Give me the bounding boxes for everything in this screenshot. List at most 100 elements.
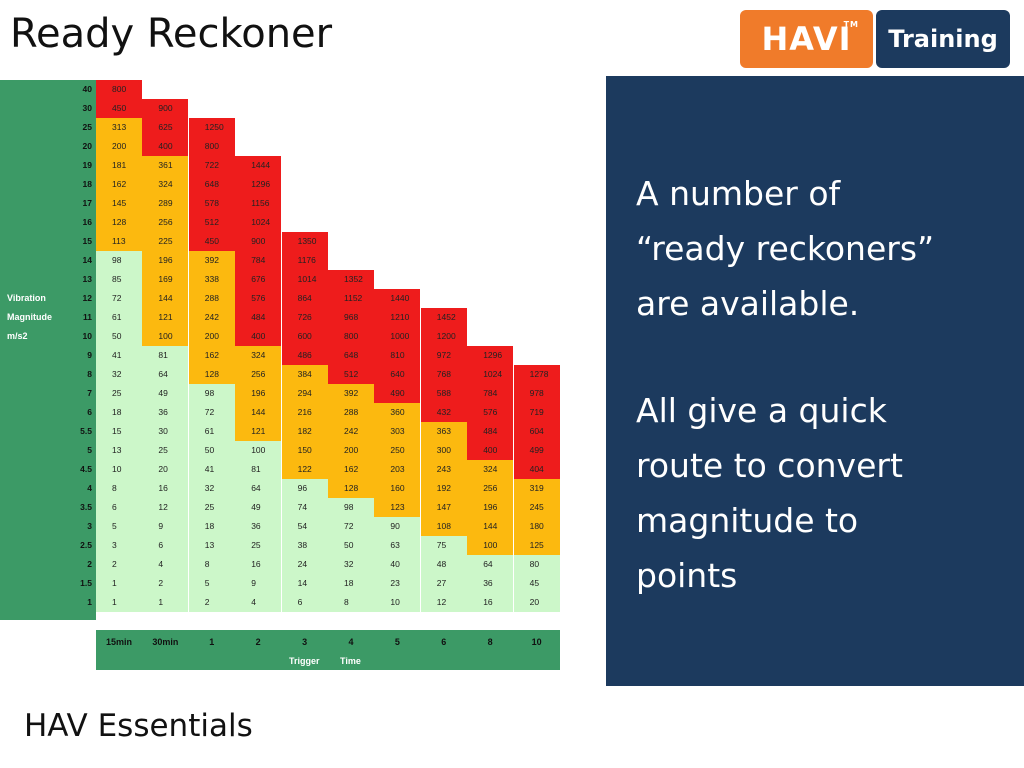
trigger-time-label: 3 [302,637,308,647]
points-cell: 20 [513,593,560,612]
side-label-magnitude: Magnitude [7,312,52,322]
points-cell: 144 [467,517,514,536]
points-cell: 196 [467,498,514,517]
panel-paragraph-1: A number of “ready reckoners” are availa… [636,166,1006,331]
points-cell: 50 [328,536,374,555]
points-cell: 36 [235,517,282,536]
trigger-time-label: 15min [105,637,132,647]
points-cell: 196 [235,384,282,403]
points-cell: 32 [188,479,235,498]
points-cell: 40 [374,555,421,574]
points-cell: 588 [420,384,467,403]
points-cell: 9 [142,517,189,536]
points-cell: 432 [420,403,467,422]
ready-reckoner-table: Vibration Magnitude m/s2 Trigger Time 40… [0,80,560,670]
magnitude-label: 6 [87,407,92,417]
magnitude-label: 2.5 [80,540,92,550]
trigger-time-label: 1 [209,637,215,647]
points-cell: 180 [513,517,560,536]
points-cell: 24 [281,555,328,574]
points-cell: 648 [188,175,235,194]
points-cell: 8 [328,593,374,612]
points-cell: 360 [374,403,421,422]
points-cell: 640 [374,365,421,384]
points-cell: 123 [374,498,421,517]
points-cell: 200 [328,441,374,460]
points-cell: 13 [188,536,235,555]
points-cell: 719 [513,403,560,422]
points-cell: 1 [142,593,189,612]
magnitude-label: 16 [82,217,92,227]
points-cell: 1296 [467,346,514,365]
points-cell: 25 [96,384,142,403]
points-cell: 49 [142,384,189,403]
panel-line: A number of [636,174,841,213]
points-cell: 256 [142,213,189,232]
panel-line: route to convert [636,446,903,485]
magnitude-label: 5.5 [80,426,92,436]
panel-line: magnitude to [636,501,859,540]
points-cell: 625 [142,118,189,137]
havi-logo-text: HAVI [761,20,852,58]
magnitude-label: 10 [82,331,92,341]
points-cell: 160 [374,479,421,498]
points-cell: 196 [142,251,189,270]
points-cell: 128 [328,479,374,498]
trigger-time-label: 2 [255,637,261,647]
points-cell: 648 [328,346,374,365]
points-cell: 576 [235,289,282,308]
points-cell: 722 [188,156,235,175]
points-cell: 25 [142,441,189,460]
points-cell: 2 [142,574,189,593]
points-cell: 216 [281,403,328,422]
points-cell: 96 [281,479,328,498]
points-cell: 15 [96,422,142,441]
column-header-band [96,630,560,670]
points-cell: 900 [235,232,282,251]
points-cell: 1176 [281,251,328,270]
points-cell: 32 [328,555,374,574]
points-cell: 784 [235,251,282,270]
points-cell: 242 [328,422,374,441]
points-cell: 85 [96,270,142,289]
points-cell: 324 [467,460,514,479]
magnitude-label: 15 [82,236,92,246]
points-cell: 144 [142,289,189,308]
points-cell: 3 [96,536,142,555]
points-cell: 784 [467,384,514,403]
points-cell: 363 [420,422,467,441]
points-cell: 125 [513,536,560,555]
panel-line: “ready reckoners” [636,229,935,268]
points-cell: 978 [513,384,560,403]
points-cell: 100 [467,536,514,555]
points-cell: 23 [374,574,421,593]
points-cell: 18 [188,517,235,536]
points-cell: 324 [235,346,282,365]
panel-line: All give a quick [636,391,887,430]
magnitude-label: 5 [87,445,92,455]
points-cell: 338 [188,270,235,289]
points-cell: 972 [420,346,467,365]
magnitude-label: 14 [82,255,92,265]
points-cell: 726 [281,308,328,327]
points-cell: 1200 [420,327,467,346]
points-cell: 80 [513,555,560,574]
points-cell: 20 [142,460,189,479]
magnitude-label: 40 [82,84,92,94]
panel-line: points [636,556,738,595]
points-cell: 122 [281,460,328,479]
points-cell: 100 [142,327,189,346]
points-cell: 968 [328,308,374,327]
points-cell: 64 [235,479,282,498]
points-cell: 12 [142,498,189,517]
points-cell: 245 [513,498,560,517]
magnitude-label: 11 [83,312,92,322]
points-cell: 128 [96,213,142,232]
magnitude-label: 1.5 [80,578,92,588]
magnitude-label: 20 [82,141,92,151]
points-cell: 10 [374,593,421,612]
points-cell: 16 [235,555,282,574]
points-cell: 64 [142,365,189,384]
points-cell: 242 [188,308,235,327]
points-cell: 32 [96,365,142,384]
